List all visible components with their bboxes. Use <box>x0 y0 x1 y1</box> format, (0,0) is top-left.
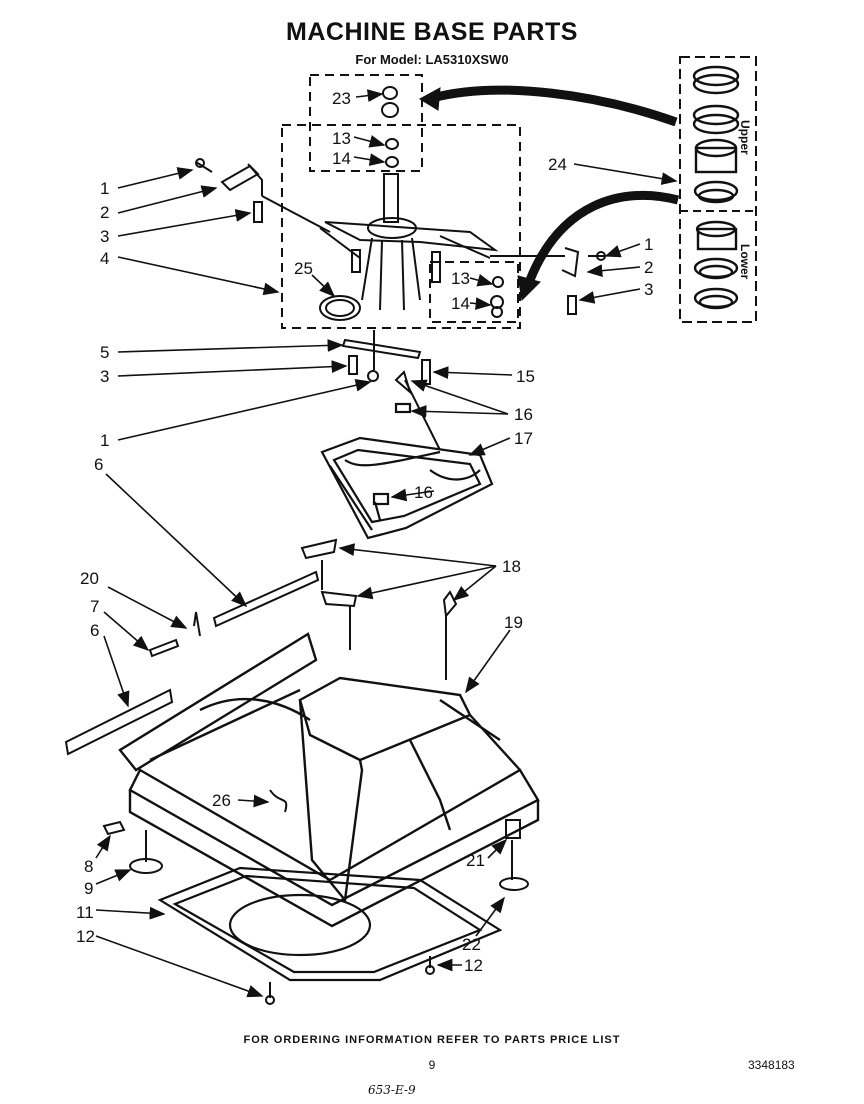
callout-3: 3 <box>100 227 109 246</box>
callout-19: 19 <box>504 613 523 632</box>
callout-17: 17 <box>514 429 533 448</box>
page-title: MACHINE BASE PARTS <box>286 18 578 46</box>
inset-upper-label: Upper <box>738 120 752 155</box>
leader-lines <box>95 89 678 998</box>
transmission-assembly <box>319 86 504 321</box>
callout-15: 15 <box>516 367 535 386</box>
callout-11: 11 <box>76 903 94 922</box>
callout-22: 22 <box>462 935 481 954</box>
callout-25: 25 <box>294 259 313 278</box>
callout-14: 14 <box>332 149 351 168</box>
dashed-group-boxes <box>281 74 521 329</box>
box-main-assembly <box>281 124 521 329</box>
callout-24: 24 <box>548 155 567 174</box>
box-top-small <box>309 74 423 172</box>
model-subtitle: For Model: LA5310XSW0 <box>355 52 509 67</box>
callout-8: 8 <box>84 857 93 876</box>
callout-6: 6 <box>90 621 99 640</box>
callout-23: 23 <box>332 89 351 108</box>
callout-13: 13 <box>332 129 351 148</box>
legs-and-feet <box>102 789 529 1005</box>
callout-2: 2 <box>100 203 109 222</box>
callout-13: 13 <box>451 269 470 288</box>
callout-21: 21 <box>466 851 485 870</box>
callout-16: 16 <box>414 483 433 502</box>
callout-18: 18 <box>502 557 521 576</box>
callout-4: 4 <box>100 249 109 268</box>
clips-part-18 <box>300 538 458 680</box>
callout-3: 3 <box>100 367 109 386</box>
bearing-inset <box>679 56 757 323</box>
support-bracket-parts <box>341 330 441 451</box>
callout-14: 14 <box>451 294 470 313</box>
callout-1: 1 <box>100 431 109 450</box>
callout-1: 1 <box>644 235 653 254</box>
page-number: 9 <box>428 1058 436 1072</box>
callout-26: 26 <box>212 791 231 810</box>
machine-base-frame <box>118 632 540 928</box>
pump-plate <box>320 402 494 540</box>
handwritten-note: 653-E-9 <box>368 1083 416 1097</box>
document-number: 3348183 <box>748 1058 795 1072</box>
box-side-small <box>429 261 519 323</box>
callout-9: 9 <box>84 879 93 898</box>
callout-12: 12 <box>76 927 95 946</box>
bracket-hardware-left <box>195 158 331 233</box>
callout-1: 1 <box>100 179 109 198</box>
callout-6: 6 <box>94 455 103 474</box>
callout-7: 7 <box>90 597 99 616</box>
bracket-hardware-right <box>490 247 606 315</box>
inset-lower-label: Lower <box>738 244 752 280</box>
callout-5: 5 <box>100 343 109 362</box>
callout-numbers: 23 13 14 1 2 3 4 25 24 1 2 3 13 14 5 3 1… <box>76 89 653 975</box>
rails-and-clips <box>64 570 320 756</box>
callout-2: 2 <box>644 258 653 277</box>
callout-20: 20 <box>80 569 99 588</box>
callout-3: 3 <box>644 280 653 299</box>
callout-12: 12 <box>464 956 483 975</box>
ordering-footer: FOR ORDERING INFORMATION REFER TO PARTS … <box>243 1034 621 1046</box>
callout-16: 16 <box>514 405 533 424</box>
